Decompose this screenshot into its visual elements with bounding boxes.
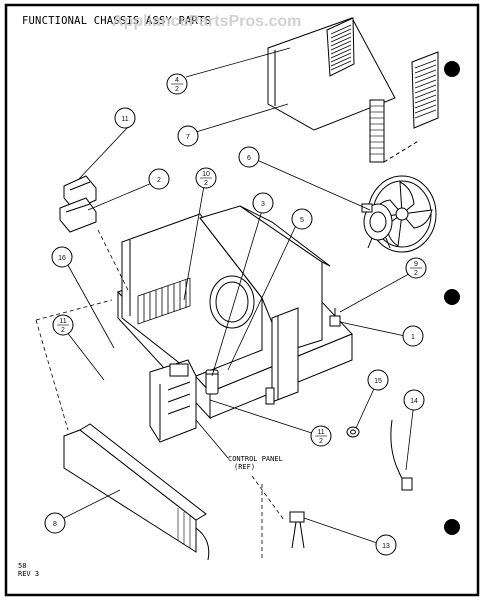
callout-3 <box>252 192 274 214</box>
callout-4-top: 4 <box>175 77 179 84</box>
callout-12 <box>114 107 136 129</box>
callout-6 <box>238 146 260 168</box>
callout-15-label: 15 <box>374 378 382 385</box>
callout-16 <box>51 246 73 268</box>
diagram-title: FUNCTIONAL CHASSIS ASSY PARTS <box>22 15 211 27</box>
rear-panel-assembly <box>267 17 439 163</box>
wire-connector <box>289 511 305 549</box>
callout-labels: 4 2 7 11 6 2 10 2 3 5 16 11 2 9 2 1 15 1… <box>53 77 422 550</box>
callout-circles <box>44 73 427 556</box>
callout-5-label: 5 <box>300 217 304 224</box>
callout-14 <box>403 389 425 411</box>
callout-7-label: 7 <box>186 134 190 141</box>
callout-11b-top-label: 11 <box>317 429 324 436</box>
control-panel-ref: (REF) <box>234 463 255 471</box>
dashed-leaders <box>35 229 285 560</box>
callout-2-label: 2 <box>157 177 161 184</box>
callout-15 <box>367 369 389 391</box>
callout-5 <box>291 208 313 230</box>
callout-4-bottom: 2 <box>175 86 179 93</box>
callout-2 <box>148 168 170 190</box>
power-cord <box>390 419 413 491</box>
callout-8-label: 8 <box>53 521 57 528</box>
callout-16-label: 16 <box>58 255 66 262</box>
callout-11a-top: 11 <box>59 318 66 325</box>
switch-component <box>329 308 341 327</box>
fan-motor <box>361 203 393 249</box>
control-box <box>149 359 197 443</box>
callout-10-bottom: 2 <box>204 180 208 187</box>
callout-13-label: 13 <box>382 543 390 550</box>
motor-mount-bracket <box>265 307 299 405</box>
sheet-number: 58 <box>18 562 26 570</box>
watermark: AppliancePartsPros.com <box>112 13 301 30</box>
callout-8 <box>44 512 66 534</box>
callout-14-label: 14 <box>410 398 418 405</box>
control-knobs <box>59 175 97 233</box>
callout-11b-bottom: 2 <box>319 438 323 445</box>
binder-holes <box>444 61 460 535</box>
blower-housing <box>121 213 263 377</box>
callout-6-label: 6 <box>247 155 251 162</box>
callout-1 <box>402 325 424 347</box>
callout-10-top: 10 <box>202 171 210 178</box>
callout-11a-bottom: 2 <box>61 327 65 334</box>
callout-12-label: 11 <box>121 116 128 123</box>
condenser-coil <box>63 423 210 561</box>
callout-3-label: 3 <box>261 201 265 208</box>
evaporator-coil <box>137 277 191 325</box>
revision-label: REV 3 <box>18 570 39 578</box>
callout-13 <box>375 534 397 556</box>
callout-9-top: 9 <box>414 261 418 268</box>
callout-1-label: 1 <box>411 334 415 341</box>
callout-9-bottom: 2 <box>414 270 418 277</box>
capacitor <box>205 369 219 395</box>
callout-7 <box>177 125 199 147</box>
page-border <box>4 3 480 597</box>
control-panel-label: CONTROL PANEL <box>228 455 283 463</box>
thermostat-grommet <box>346 426 360 438</box>
